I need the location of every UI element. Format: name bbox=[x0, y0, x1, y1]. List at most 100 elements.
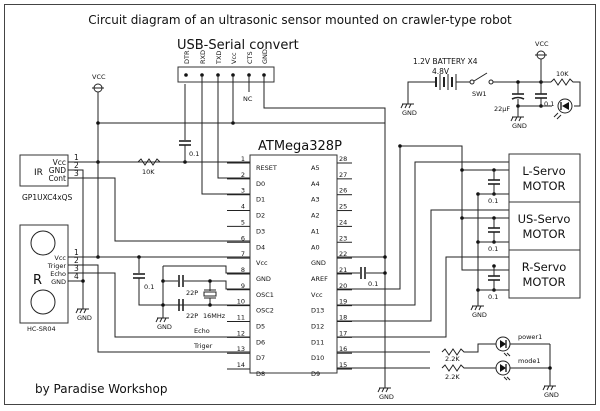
mcu-name: ATMega328P bbox=[258, 139, 342, 154]
mcu-pin-name: D12 bbox=[311, 323, 324, 331]
mcu-pin-name: D4 bbox=[256, 243, 265, 251]
servo-type: MOTOR bbox=[522, 275, 565, 289]
gnd-label-6: GND bbox=[472, 311, 487, 319]
led-icon bbox=[495, 360, 511, 381]
servo-name: L-Servo bbox=[522, 164, 565, 178]
hcsr-pin-num: 1 bbox=[74, 248, 79, 257]
ir-inner-label: IR bbox=[34, 168, 43, 178]
servo-motor-box bbox=[508, 153, 581, 203]
mcu-pin-name: A2 bbox=[311, 212, 320, 220]
mcu-pin-name: GND bbox=[256, 275, 271, 283]
resistor-10k-label: 10K bbox=[556, 70, 569, 78]
mcu-pin-name: D11 bbox=[311, 338, 324, 346]
mcu-pin-number: 16 bbox=[339, 345, 347, 353]
gnd-label-5: GND bbox=[379, 393, 394, 401]
mcu-pin-number: 9 bbox=[241, 282, 245, 290]
mcu-pin-name: OSC1 bbox=[256, 291, 274, 299]
ir-pin-num: 2 bbox=[74, 161, 79, 170]
mcu-pin-number: 13 bbox=[237, 345, 245, 353]
hcsr-pin-vcc: Vcc bbox=[54, 254, 66, 262]
ir-pin-vcc: Vcc bbox=[53, 158, 66, 167]
mcu-pin-name: D8 bbox=[256, 370, 265, 378]
servo-type: MOTOR bbox=[522, 227, 565, 241]
usb-serial-header bbox=[177, 66, 275, 83]
mcu-pin-number: 26 bbox=[339, 187, 347, 195]
hcsr-pin-echo: Echo bbox=[50, 270, 66, 278]
mcu-pin-name: Vcc bbox=[256, 259, 268, 267]
frame bbox=[4, 4, 596, 405]
servo-cap-label: 0.1 bbox=[488, 245, 498, 253]
mcu-pin-name: AREF bbox=[311, 275, 328, 283]
mcu-pin-number: 5 bbox=[241, 218, 245, 226]
mcu-pin-number: 22 bbox=[339, 250, 347, 258]
mcu-pin-number: 7 bbox=[241, 250, 245, 258]
hcsr-inner-label: R bbox=[33, 273, 42, 288]
mcu-pin-name: D10 bbox=[311, 354, 324, 362]
led-icon bbox=[495, 336, 511, 357]
usb-pin-dot bbox=[184, 73, 188, 77]
led-label: mode1 bbox=[518, 357, 541, 365]
gnd-label-4: GND bbox=[157, 323, 172, 331]
hcsr-part-label: HC-SR04 bbox=[27, 325, 56, 333]
usb-pin-label: CTS bbox=[246, 51, 254, 64]
vcc-icon-left bbox=[91, 83, 105, 93]
usb-pin-label: DTR bbox=[183, 50, 191, 64]
mcu-pin-number: 23 bbox=[339, 234, 347, 242]
switch-icon[interactable] bbox=[469, 72, 494, 85]
mcu-pin-number: 6 bbox=[241, 234, 245, 242]
mcu-pin-number: 1 bbox=[241, 155, 245, 163]
mcu-pin-number: 28 bbox=[339, 155, 347, 163]
usb-pin-label: TXD bbox=[215, 51, 223, 65]
triger-net-label: Triger bbox=[193, 342, 213, 350]
diagram-title: Circuit diagram of an ultrasonic sensor … bbox=[88, 13, 512, 27]
usb-pin-label: RXD bbox=[199, 50, 207, 64]
mcu-pin-name: A1 bbox=[311, 227, 320, 235]
mcu-pin-name: D7 bbox=[256, 354, 265, 362]
mcu-pin-number: 27 bbox=[339, 171, 347, 179]
mcu-pin-name: D3 bbox=[256, 227, 265, 235]
usb-serial-label: USB-Serial convert bbox=[177, 38, 299, 53]
crystal-cap1-label: 22P bbox=[186, 289, 198, 297]
mcu-pin-number: 15 bbox=[339, 361, 347, 369]
crystal-cap2-label: 22P bbox=[186, 312, 198, 320]
decoupling-cap-label: 0.1 bbox=[144, 283, 154, 291]
crystal-icon bbox=[203, 279, 217, 307]
mcu-pin-name: A0 bbox=[311, 243, 320, 251]
battery-voltage: 4.8V bbox=[432, 67, 450, 76]
usb-pin-label: GND bbox=[261, 49, 269, 64]
power-led-icon bbox=[553, 98, 573, 120]
mcu-pin-name: D1 bbox=[256, 196, 265, 204]
mcu-pin-name: D5 bbox=[256, 323, 265, 331]
reset-resistor-label: 10K bbox=[142, 168, 155, 176]
gnd-label-3: GND bbox=[77, 314, 92, 322]
gnd-label-7: GND bbox=[544, 391, 559, 399]
mcu-pin-name: D9 bbox=[311, 370, 320, 378]
reset-cap-label: 0.1 bbox=[189, 150, 199, 158]
mcu-pin-number: 20 bbox=[339, 282, 347, 290]
mcu-pin-name: RESET bbox=[256, 164, 277, 172]
ir-pin-num: 1 bbox=[74, 153, 79, 162]
mcu-pin-number: 19 bbox=[339, 298, 347, 306]
led-resistor-label: 2.2K bbox=[445, 373, 460, 381]
power-section: 1.2V BATTERY X4 4.8V GND SW1 bbox=[400, 40, 581, 130]
hcsr-pin-num: 4 bbox=[74, 272, 79, 281]
atmega328p-chip: ATMega328P 1RESET2D03D14D25D36D47Vcc8GND… bbox=[227, 139, 352, 378]
gnd-label: GND bbox=[402, 109, 417, 117]
electrolytic-capacitor bbox=[511, 93, 525, 100]
mcu-pin-name: A3 bbox=[311, 196, 320, 204]
mcu-pin-number: 21 bbox=[339, 266, 347, 274]
crystal-freq-label: 16MHz bbox=[203, 312, 226, 320]
vcc-label-power: VCC bbox=[535, 40, 549, 48]
led-label: power1 bbox=[518, 333, 542, 341]
hcsr-pin-num: 3 bbox=[74, 264, 79, 273]
mcu-pin-number: 18 bbox=[339, 314, 347, 322]
usb-pin-label: Vcc bbox=[230, 52, 238, 64]
mcu-pin-number: 25 bbox=[339, 203, 347, 211]
servo-motor-box bbox=[508, 201, 581, 251]
cap-0.1-label: 0.1 bbox=[544, 100, 554, 108]
ir-sensor: IR Vcc GND Cont 1 2 3 GP1UXC4xQS bbox=[19, 153, 79, 202]
mcu-pin-number: 4 bbox=[241, 203, 245, 211]
mcu-pin-name: GND bbox=[311, 259, 326, 267]
